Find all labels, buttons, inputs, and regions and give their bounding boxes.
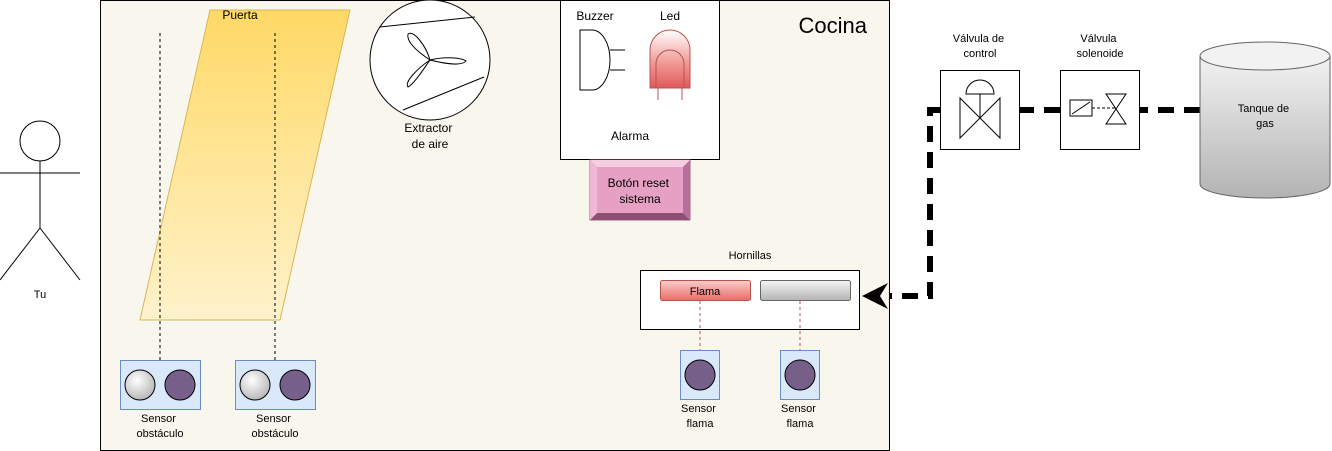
flame-sensor-1-label: Sensor flama (681, 403, 719, 430)
gas-tank (1199, 41, 1331, 199)
burner-1-label: Flama (690, 286, 721, 298)
control-valve-icon (959, 79, 1001, 140)
extractor-fan-icon (369, 0, 491, 121)
control-valve-label: Válvula de control (953, 33, 1007, 60)
solenoid-valve-label: Válvula solenoide (1076, 33, 1123, 60)
flame-sensor-1 (680, 350, 720, 400)
alarm-title: Alarma (611, 129, 649, 143)
burners-title: Hornillas (729, 250, 772, 262)
actor-figure (0, 120, 81, 281)
led-label: Led (660, 9, 680, 23)
gas-flow-arrow-icon (862, 283, 888, 309)
gas-tank-label: Tanque de gas (1238, 103, 1292, 130)
obstacle-sensor-2-label: Sensor obstáculo (251, 413, 298, 440)
kitchen-title: Cocina (799, 13, 868, 38)
actor-label: Tu (34, 289, 46, 301)
extractor-label: Extractor de aire (404, 121, 455, 151)
burner-1 (660, 280, 751, 301)
burner-2 (760, 280, 851, 301)
flame-sensor-2-label: Sensor flama (781, 403, 819, 430)
obstacle-sensor-2 (235, 360, 316, 410)
reset-button-label[interactable]: Botón reset sistema (608, 176, 673, 206)
buzzer-icon (579, 29, 625, 91)
door-label: Puerta (222, 8, 258, 22)
gas-pipe (890, 107, 1200, 299)
reset-button[interactable]: Botón reset sistema (589, 159, 691, 221)
obstacle-sensor-1 (120, 360, 201, 410)
door-shape (139, 9, 351, 321)
obstacle-sensor-1-label: Sensor obstáculo (136, 413, 183, 440)
led-icon (649, 29, 691, 100)
solenoid-valve-icon (1069, 93, 1127, 125)
buzzer-label: Buzzer (576, 9, 613, 23)
flame-sensor-2 (780, 350, 820, 400)
